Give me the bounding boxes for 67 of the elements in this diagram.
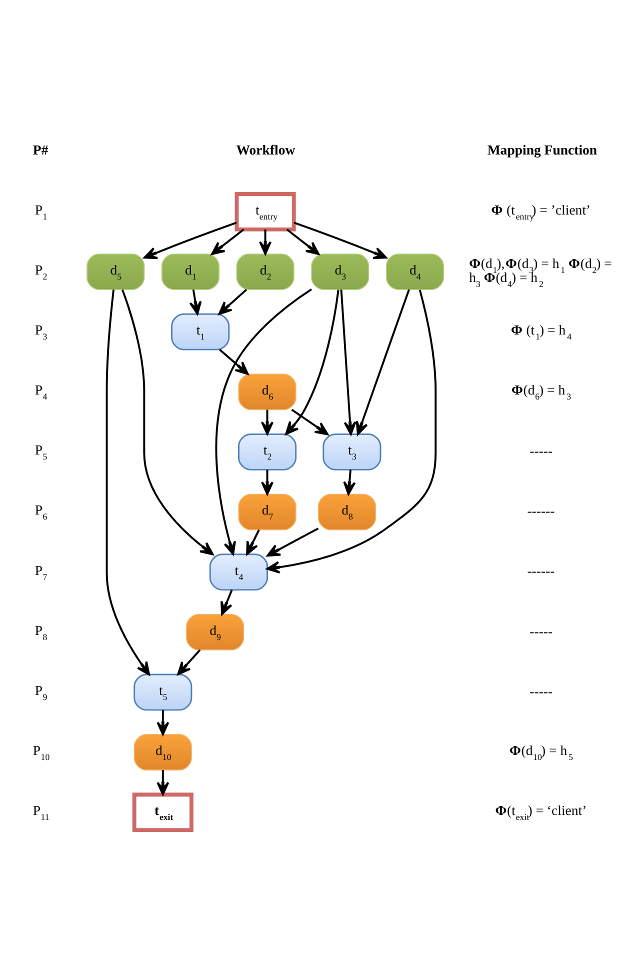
arrow <box>156 770 170 796</box>
node-box: d$_{9}$ <box>186 614 244 650</box>
arrow <box>260 470 274 496</box>
arrow <box>356 289 410 436</box>
arrow <box>219 348 249 375</box>
label: Φ (t$_{entry}$) = ’client’ <box>491 202 591 222</box>
node-box: t$_{3}$ <box>322 434 382 470</box>
node-box: d$_{6}$ <box>238 374 296 410</box>
arrow <box>259 230 272 255</box>
node-box: t$_{5}$ <box>134 674 192 711</box>
label: Φ (t$_{1}$) = h$_{4}$ <box>510 322 572 342</box>
node-box: t$_{entry}$ <box>234 192 296 232</box>
arrow <box>294 222 388 260</box>
node-box: d$_{8}$ <box>318 494 376 530</box>
arrow <box>285 290 340 435</box>
arrow <box>189 289 202 315</box>
node-box: d$_{7}$ <box>238 494 296 530</box>
arrow <box>260 410 274 435</box>
arrow <box>291 408 328 436</box>
label: ------ <box>527 504 555 519</box>
arrow <box>121 289 214 556</box>
arrow <box>144 222 237 260</box>
label: P# <box>32 142 48 158</box>
label: P$_{10}$ <box>32 742 50 762</box>
label: P$_{8}$ <box>34 622 48 642</box>
label: Φ(t$_{exit}$) = ‘client’ <box>495 802 587 822</box>
arrow <box>286 228 320 256</box>
arrow <box>211 228 244 256</box>
arrow <box>343 470 356 496</box>
label: P$_{4}$ <box>34 382 48 402</box>
arrow <box>218 288 248 315</box>
node-box: d$_{1}$ <box>161 254 220 290</box>
node-box: d$_{5}$ <box>86 254 145 290</box>
arrow <box>266 290 437 574</box>
node-box: t$_{1}$ <box>171 313 230 350</box>
label: P$_{1}$ <box>34 202 48 222</box>
label: ----- <box>530 684 553 699</box>
node-box: d$_{2}$ <box>236 254 294 290</box>
label: Mapping Function <box>487 142 598 158</box>
label: ----- <box>530 624 553 639</box>
label: ----- <box>530 444 553 459</box>
node-box: t$_{2}$ <box>238 434 297 470</box>
label: ------ <box>527 564 555 579</box>
label: P$_{6}$ <box>34 502 48 522</box>
label: P$_{2}$ <box>34 262 48 282</box>
arrow <box>177 649 201 676</box>
node-box: t$_{exit}$ <box>132 792 194 832</box>
label: Φ(d$_{1}$),Φ(d$_{3}$) = h$_{1}$ Φ(d$_{2}$) = h$_{3}$ Φ(d$_{4}$) = h$_{2}$ <box>469 256 612 289</box>
arrow <box>220 590 233 616</box>
label: P$_{5}$ <box>34 442 48 462</box>
arrow <box>340 289 356 436</box>
arrow <box>215 288 312 556</box>
label: Workflow <box>236 142 296 158</box>
label: P$_{7}$ <box>34 562 48 582</box>
label: P$_{3}$ <box>34 322 48 342</box>
arrow <box>156 710 170 736</box>
arrow <box>266 528 319 557</box>
label: Φ(d$_{10}$) = h$_{5}$ <box>509 742 573 762</box>
label: Φ(d$_{6}$) = h$_{3}$ <box>511 382 572 402</box>
arrow <box>106 289 150 676</box>
label: P$_{11}$ <box>32 802 50 822</box>
node-box: t$_{4}$ <box>209 554 268 591</box>
node-box: d$_{4}$ <box>386 254 444 290</box>
node-box: d$_{3}$ <box>311 254 370 290</box>
arrow <box>246 529 260 556</box>
label: P$_{9}$ <box>34 682 48 702</box>
node-box: d$_{10}$ <box>134 734 192 770</box>
